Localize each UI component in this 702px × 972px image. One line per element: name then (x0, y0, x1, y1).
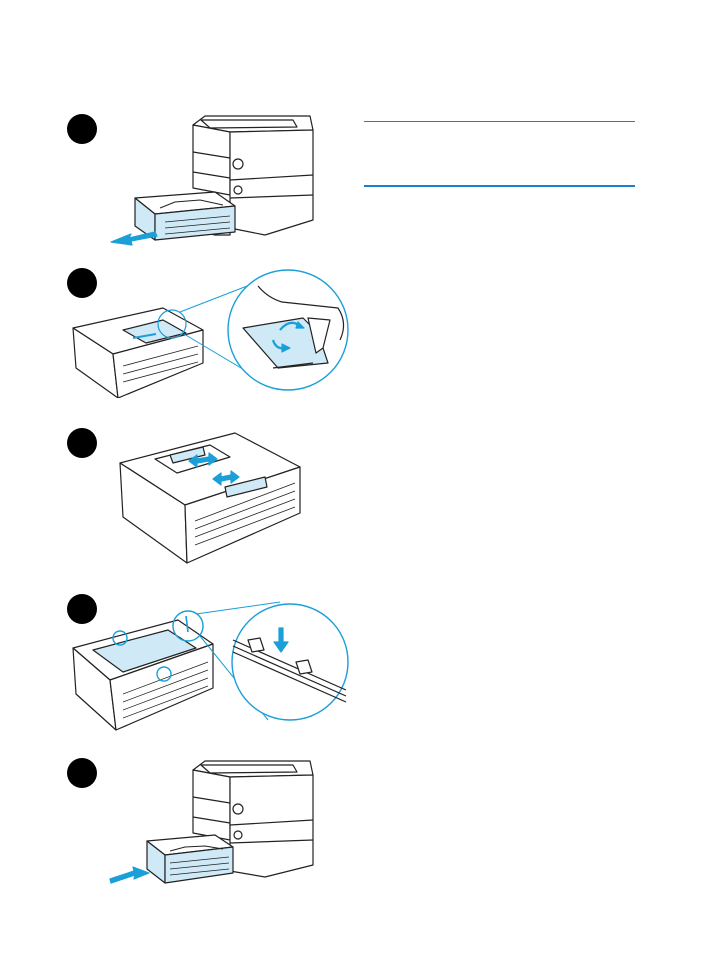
note-top-rule (364, 121, 635, 122)
step-5-figure (105, 755, 320, 895)
step-3-figure (115, 425, 305, 565)
step-4-badge (67, 594, 97, 624)
step-1-figure (105, 110, 320, 255)
step-3-badge (67, 428, 97, 458)
step-2-badge (67, 268, 97, 298)
note-bottom-rule (364, 185, 635, 187)
tray-paper-tabs-icon (72, 601, 349, 731)
tray-paper-guides-icon (119, 432, 301, 564)
step-2-figure (68, 268, 353, 398)
step-1-badge (67, 114, 97, 144)
step-5-badge (67, 758, 97, 788)
step-4-figure (68, 590, 358, 740)
printer-tray-pull-out-icon (110, 115, 314, 246)
tray-plate-lock-icon (72, 269, 349, 398)
printer-tray-insert-icon (109, 760, 314, 884)
